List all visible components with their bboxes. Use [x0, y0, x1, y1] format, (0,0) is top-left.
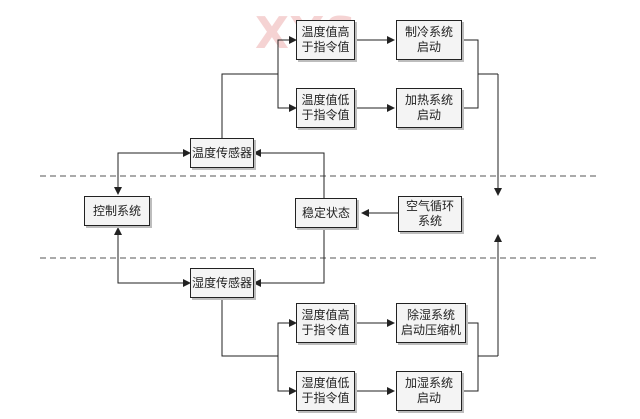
- temp-sensor-label: 温度传感器: [191, 145, 252, 160]
- humid-sensor-label: 湿度传感器: [191, 275, 252, 290]
- dehumidify-system-line-1: 除湿系统: [406, 308, 455, 322]
- wire-to-humid-low: [277, 356, 297, 395]
- humid-high-line-2: 于指令值: [301, 323, 350, 337]
- humidify-system-line-1: 加湿系统: [404, 376, 453, 390]
- wire-control-humid: [114, 227, 191, 287]
- cooling-system-node: 制冷系统 启动: [396, 20, 462, 60]
- temp-high-line-1: 温度值高: [301, 25, 350, 39]
- control-system-label: 控制系统: [92, 203, 141, 218]
- temp-high-line-2: 于指令值: [301, 40, 350, 54]
- wire-to-temp-high: [277, 36, 297, 74]
- wire-stable-temp: [253, 149, 325, 198]
- heating-system-line-2: 启动: [416, 108, 441, 122]
- wire-to-temp-low: [277, 74, 297, 112]
- wire-dehumid-merge: [466, 322, 498, 357]
- temp-low-line-2: 于指令值: [301, 108, 350, 122]
- wire-to-humid-high: [277, 319, 297, 356]
- stable-state-label: 稳定状态: [301, 205, 350, 220]
- heating-system-line-1: 加热系统: [404, 93, 453, 107]
- air-circulation-line-1: 空气循环: [405, 199, 454, 213]
- humid-low-line-2: 于指令值: [301, 391, 350, 405]
- cooling-system-line-2: 启动: [416, 40, 441, 54]
- humidify-system-node: 加湿系统 启动: [396, 371, 462, 411]
- temp-sensor-node: 温度传感器: [190, 138, 254, 168]
- humid-high-line-1: 湿度值高: [301, 308, 350, 322]
- humid-sensor-node: 湿度传感器: [190, 268, 254, 298]
- wire-cool-merge: [462, 39, 498, 75]
- humid-low-line-1: 湿度值低: [301, 376, 350, 390]
- temp-low-node: 温度值低 于指令值: [296, 88, 355, 128]
- humid-high-node: 湿度值高 于指令值: [296, 303, 355, 343]
- wire-temp-branch: [221, 73, 278, 138]
- temp-low-line-1: 温度值低: [301, 93, 350, 107]
- dehumidify-system-line-2: 启动压缩机: [400, 323, 461, 337]
- wire-humidify-merge: [462, 356, 479, 392]
- control-system-node: 控制系统: [84, 196, 150, 226]
- wire-humid-branch: [221, 298, 278, 357]
- dehumidify-system-node: 除湿系统 启动压缩机: [396, 303, 466, 343]
- humidify-system-line-2: 启动: [416, 391, 441, 405]
- cooling-system-line-1: 制冷系统: [404, 25, 453, 39]
- wire-heat-merge: [462, 74, 479, 109]
- humid-low-node: 湿度值低 于指令值: [296, 371, 355, 411]
- stable-state-node: 稳定状态: [295, 198, 357, 228]
- temp-high-node: 温度值高 于指令值: [296, 20, 355, 60]
- wire-stable-humid: [253, 228, 325, 287]
- air-circulation-line-2: 系统: [417, 214, 442, 228]
- air-circulation-node: 空气循环 系统: [398, 196, 462, 232]
- heating-system-node: 加热系统 启动: [396, 88, 462, 128]
- wire-control-temp: [114, 149, 191, 195]
